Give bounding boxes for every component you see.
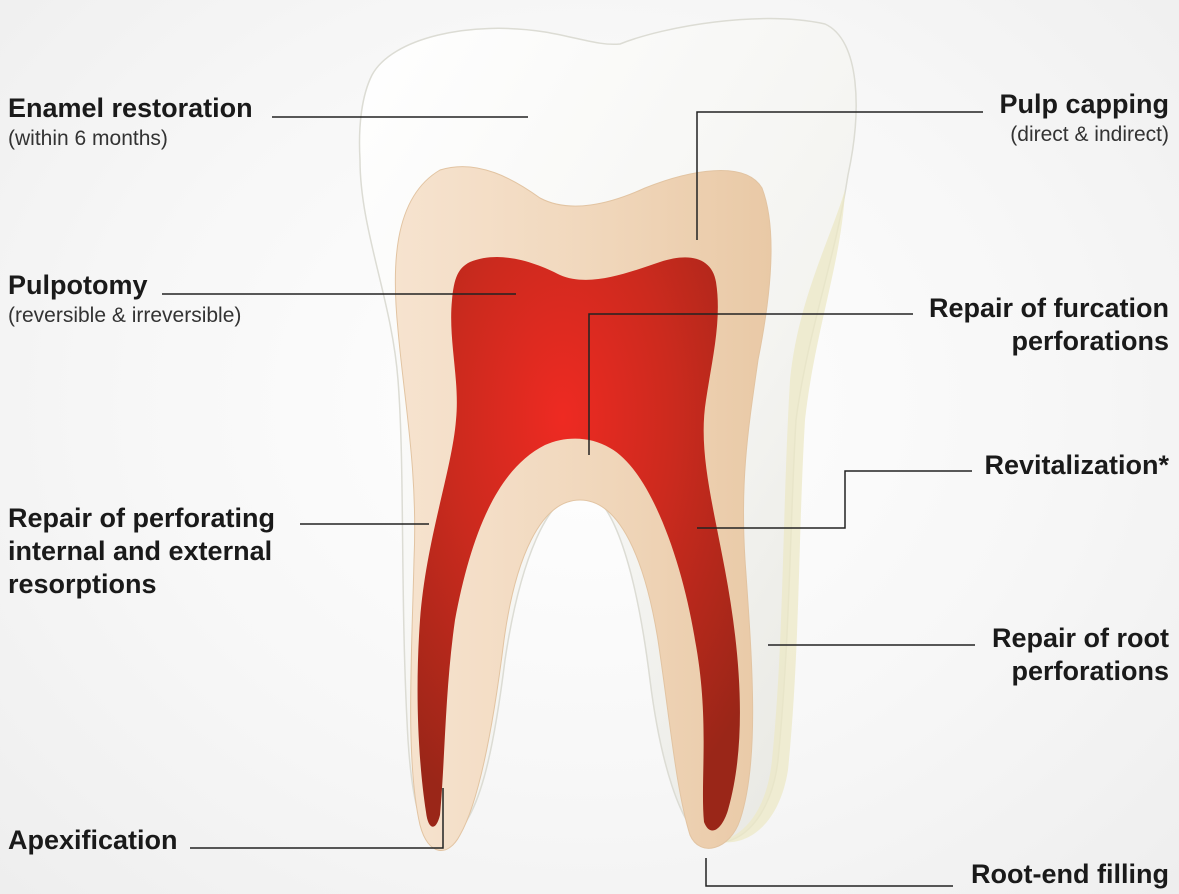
label-root-end-filling: Root-end filling (971, 858, 1169, 891)
label-pulpotomy: Pulpotomy (reversible & irreversible) (8, 269, 241, 329)
label-root-end-filling-title: Root-end filling (971, 858, 1169, 891)
label-pulpotomy-title: Pulpotomy (8, 269, 241, 302)
label-pulp-capping-sub: (direct & indirect) (999, 121, 1169, 148)
label-perforating-resorptions: Repair of perforating internal and exter… (8, 502, 275, 601)
label-apexification: Apexification (8, 824, 178, 857)
label-furcation-perforations: Repair of furcation perforations (929, 292, 1169, 358)
label-enamel-restoration-sub: (within 6 months) (8, 125, 253, 152)
label-perforating-resorptions-line3: resorptions (8, 568, 275, 601)
label-revitalization: Revitalization* (984, 449, 1169, 482)
label-apexification-title: Apexification (8, 824, 178, 857)
label-perforating-resorptions-line1: Repair of perforating (8, 502, 275, 535)
label-enamel-restoration: Enamel restoration (within 6 months) (8, 92, 253, 152)
label-pulpotomy-sub: (reversible & irreversible) (8, 302, 241, 329)
label-revitalization-title: Revitalization* (984, 449, 1169, 482)
label-root-perforations-line1: Repair of root (992, 622, 1169, 655)
label-perforating-resorptions-line2: internal and external (8, 535, 275, 568)
label-furcation-perforations-line1: Repair of furcation (929, 292, 1169, 325)
label-pulp-capping: Pulp capping (direct & indirect) (999, 88, 1169, 148)
label-furcation-perforations-line2: perforations (929, 325, 1169, 358)
leader-apexification (190, 788, 443, 848)
label-enamel-restoration-title: Enamel restoration (8, 92, 253, 125)
leader-root-end-filling (706, 858, 953, 886)
label-root-perforations: Repair of root perforations (992, 622, 1169, 688)
label-root-perforations-line2: perforations (992, 655, 1169, 688)
label-pulp-capping-title: Pulp capping (999, 88, 1169, 121)
